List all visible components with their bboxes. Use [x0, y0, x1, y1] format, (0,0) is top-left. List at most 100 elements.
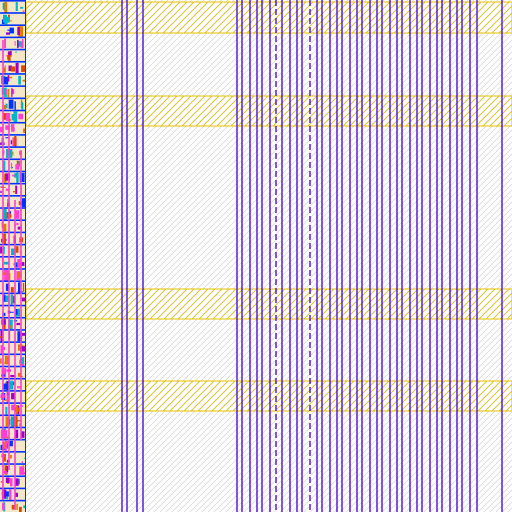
cell-row-rail: [0, 426, 26, 429]
cell-shape: [2, 113, 6, 120]
cell-shape: [10, 287, 14, 293]
cell-shape: [2, 453, 6, 462]
cell-shape: [11, 404, 16, 411]
cell-shape: [6, 149, 9, 158]
cell-shape: [6, 112, 11, 122]
cell-shape: [12, 89, 15, 95]
cell-shape: [11, 392, 16, 400]
cell-shape: [0, 190, 2, 194]
cell-shape: [3, 76, 9, 85]
cell-shape: [7, 75, 10, 82]
cell-shape: [4, 1, 8, 13]
cell-shape: [10, 20, 12, 22]
cell-shape: [5, 89, 7, 95]
cell-shape: [7, 29, 11, 31]
cell-shape: [15, 62, 19, 74]
cell-row-rail: [0, 353, 26, 356]
cell-shape: [21, 461, 23, 463]
cell-row-rail: [0, 268, 26, 270]
cell-row-rail: [0, 97, 26, 100]
cell-shape: [22, 79, 26, 82]
cell-shape: [16, 420, 22, 422]
cell-shape: [14, 136, 17, 147]
cell-shape: [16, 405, 18, 414]
cell-row-rail: [0, 231, 26, 234]
cell-shape: [14, 210, 20, 219]
cell-shape: [8, 380, 14, 390]
cell-shape: [0, 336, 4, 338]
cell-shape: [11, 504, 16, 510]
cell-shape: [21, 431, 25, 438]
cell-shape: [7, 52, 11, 61]
cell-shape: [17, 271, 22, 278]
cell-row-rail: [0, 60, 26, 63]
cell-shape: [10, 478, 13, 487]
cell-shape: [16, 322, 21, 326]
cell-row-rail: [0, 207, 26, 209]
cell-shape: [21, 297, 26, 302]
cell-shape: [19, 172, 25, 182]
cell-row-rail: [0, 134, 26, 136]
cell-row-rail: [0, 365, 26, 368]
cell-shape: [9, 489, 12, 500]
cell-shape: [5, 103, 8, 109]
cell-shape: [8, 76, 12, 79]
cell-shape: [17, 386, 21, 389]
cell-shape: [4, 211, 6, 214]
cell-row-rail: [0, 85, 26, 87]
cell-shape: [3, 429, 8, 439]
cell-shape: [11, 114, 16, 121]
cell-row-rail: [0, 487, 26, 490]
cell-shape: [7, 150, 13, 158]
cell-shape: [4, 38, 6, 49]
cell-row-rail: [0, 475, 26, 478]
cell-row-rail: [0, 377, 26, 380]
cell-shape: [4, 270, 8, 281]
cell-shape: [16, 309, 18, 315]
cell-row-rail: [0, 73, 26, 75]
cell-shape: [21, 405, 24, 407]
cell-shape: [10, 140, 13, 145]
cell-shape: [22, 38, 24, 48]
cell-shape: [3, 399, 7, 401]
cell-shape: [21, 198, 26, 208]
cell-row-rail: [0, 292, 26, 295]
cell-row-rail: [0, 499, 26, 502]
cell-shape: [8, 51, 12, 55]
cell-shape: [0, 358, 2, 364]
cell-row-rail: [0, 329, 26, 331]
cell-shape: [6, 32, 10, 35]
cell-shape: [17, 27, 20, 35]
cell-shape: [15, 164, 20, 170]
cell-shape: [20, 6, 24, 9]
cell-shape: [6, 392, 10, 403]
cell-shape: [1, 489, 7, 499]
cell-shape: [21, 332, 26, 336]
cell-shape: [3, 105, 7, 110]
cell-shape: [21, 472, 26, 475]
cell-shape: [1, 87, 7, 95]
cell-shape: [2, 208, 7, 220]
cell-shape: [3, 346, 6, 351]
metal-track-layer: [121, 0, 503, 512]
cell-row-rail: [0, 12, 26, 14]
cell-row-rail: [0, 158, 26, 161]
cell-shape: [5, 406, 8, 415]
cell-shape: [12, 174, 15, 177]
cell-shape: [14, 41, 16, 46]
cell-shape: [8, 311, 14, 313]
cell-shape: [15, 2, 18, 12]
cell-shape: [17, 331, 22, 342]
cell-shape: [12, 151, 14, 156]
cell-shape: [21, 102, 24, 110]
cell-shape: [3, 294, 6, 302]
cell-shape: [2, 233, 6, 244]
cell-row-rail: [0, 390, 26, 392]
cell-shape: [11, 124, 15, 132]
cell-row-rail: [0, 402, 26, 404]
cell-shape: [18, 113, 24, 120]
cell-row-rail: [0, 24, 26, 26]
cell-row-rail: [0, 170, 26, 173]
cell-shape: [4, 355, 9, 365]
